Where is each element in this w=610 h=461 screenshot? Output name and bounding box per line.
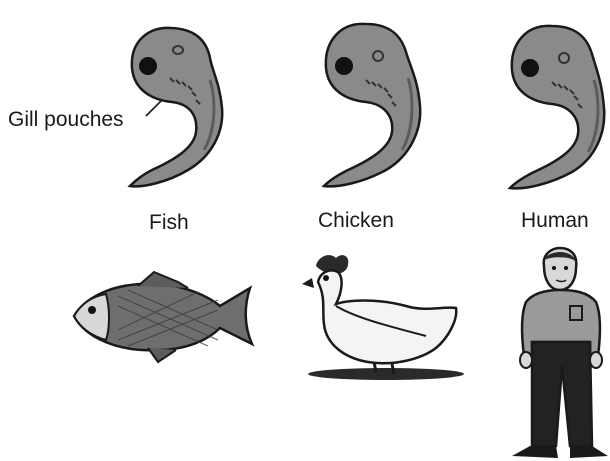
human-label: Human [521,209,589,233]
fish-embryo [112,20,232,190]
human-embryo [492,20,610,190]
fish-label: Fish [149,211,189,235]
chicken-label: Chicken [318,209,394,233]
adult-chicken [296,248,476,378]
chicken-embryo [308,18,428,188]
adult-fish [68,266,258,366]
adult-human [504,246,610,461]
